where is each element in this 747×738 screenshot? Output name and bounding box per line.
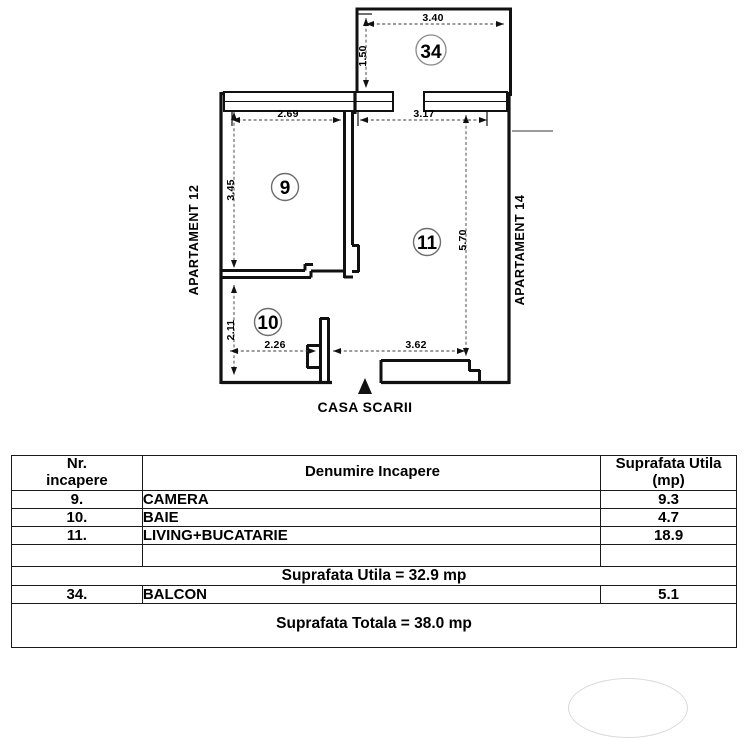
balcony-nr: 34. — [11, 584, 143, 604]
row-area: 4.7 — [600, 507, 737, 527]
dim-camera-width: 2.69 — [277, 108, 298, 120]
dim-living-top-width: 3.17 — [413, 108, 434, 120]
row-nr: 11. — [11, 525, 143, 545]
window-room9 — [223, 91, 394, 112]
dimension-arrows — [230, 18, 504, 375]
table-row: 10. BAIE 4.7 — [11, 507, 737, 527]
empty-cell-nr — [11, 543, 143, 567]
total-label: Suprafata Totala = 38.0 mp — [11, 602, 737, 648]
official-stamp-mark — [568, 678, 688, 738]
row-nr: 10. — [11, 507, 143, 527]
window-living — [423, 91, 508, 112]
row-name: LIVING+BUCATARIE — [141, 525, 602, 545]
subtotal-row: Suprafata Utila = 32.9 mp — [11, 565, 737, 586]
dim-living-bottom-width: 3.62 — [405, 339, 426, 351]
table-header-row: Nr. incapere Denumire Incapere Suprafata… — [11, 455, 737, 491]
room-schedule-table: Nr. incapere Denumire Incapere Suprafata… — [11, 455, 737, 648]
floor-plan-drawing: 3.40 1.50 2.69 3.17 3.45 2.11 2.26 3.62 … — [187, 7, 553, 415]
entry-wall-stub — [379, 359, 481, 383]
header-denumire: Denumire Incapere — [141, 455, 602, 491]
header-area-line2: (mp) — [652, 471, 685, 489]
table-header: Nr. incapere Denumire Incapere Suprafata… — [11, 455, 737, 491]
floor-plan: 3.40 1.50 2.69 3.17 3.45 2.11 2.26 3.62 … — [187, 7, 553, 415]
dim-baie-height: 2.11 — [225, 320, 237, 341]
balcony-name: BALCON — [141, 584, 602, 604]
row-area: 9.3 — [600, 489, 737, 509]
row-nr: 9. — [11, 489, 143, 509]
row-name: BAIE — [141, 507, 602, 527]
table-row: 9. CAMERA 9.3 — [11, 489, 737, 509]
room-marker-9: 9 — [270, 172, 300, 202]
room-marker-9-label: 9 — [280, 178, 291, 199]
empty-cell-area — [600, 543, 737, 567]
room-marker-11-label: 11 — [417, 233, 438, 254]
dimension-lines — [230, 18, 553, 375]
dim-living-height: 5.70 — [457, 229, 469, 250]
balcony-area: 5.1 — [600, 584, 737, 604]
partition-room9-room11 — [343, 110, 360, 279]
dim-baie-width: 2.26 — [264, 339, 285, 351]
header-nr-line1: Nr. — [66, 455, 87, 472]
room-marker-10: 10 — [253, 307, 283, 337]
subtotal-label: Suprafata Utila = 32.9 mp — [11, 565, 737, 586]
stair-direction-arrow-icon — [358, 378, 372, 394]
table-body: 9. CAMERA 9.3 10. BAIE 4.7 11. LIVING+BU… — [11, 489, 737, 648]
header-nr-incapere: Nr. incapere — [11, 455, 143, 491]
row-area: 18.9 — [600, 525, 737, 545]
room-marker-10-label: 10 — [257, 313, 278, 334]
empty-cell-name — [141, 543, 602, 567]
header-suprafata: Suprafata Utila (mp) — [600, 455, 737, 491]
balcony-outline — [355, 7, 512, 96]
room-marker-34: 34 — [415, 34, 447, 66]
table-row: 11. LIVING+BUCATARIE 18.9 — [11, 525, 737, 545]
room-marker-11: 11 — [412, 227, 442, 257]
room-schedule: Nr. incapere Denumire Incapere Suprafata… — [11, 455, 737, 648]
partition-bathroom — [306, 317, 330, 383]
table-row-empty — [11, 543, 737, 567]
dimension-extension-ticks — [231, 13, 488, 126]
room-marker-34-label: 34 — [420, 42, 442, 63]
neighbor-label-right: APARTAMENT 14 — [513, 195, 527, 306]
total-row: Suprafata Totala = 38.0 mp — [11, 602, 737, 648]
header-area-line1: Suprafata Utila — [615, 455, 722, 472]
row-name: CAMERA — [141, 489, 602, 509]
neighbor-label-left: APARTAMENT 12 — [187, 185, 201, 296]
dim-camera-height: 3.45 — [225, 179, 237, 200]
table-row-balcony: 34. BALCON 5.1 — [11, 584, 737, 604]
partition-room9-room10 — [222, 263, 345, 279]
dim-balcony-depth: 1.50 — [357, 45, 369, 66]
header-nr-line2: incapere — [46, 471, 108, 489]
stair-label: CASA SCARII — [318, 399, 413, 415]
dim-balcony-width: 3.40 — [422, 12, 443, 24]
